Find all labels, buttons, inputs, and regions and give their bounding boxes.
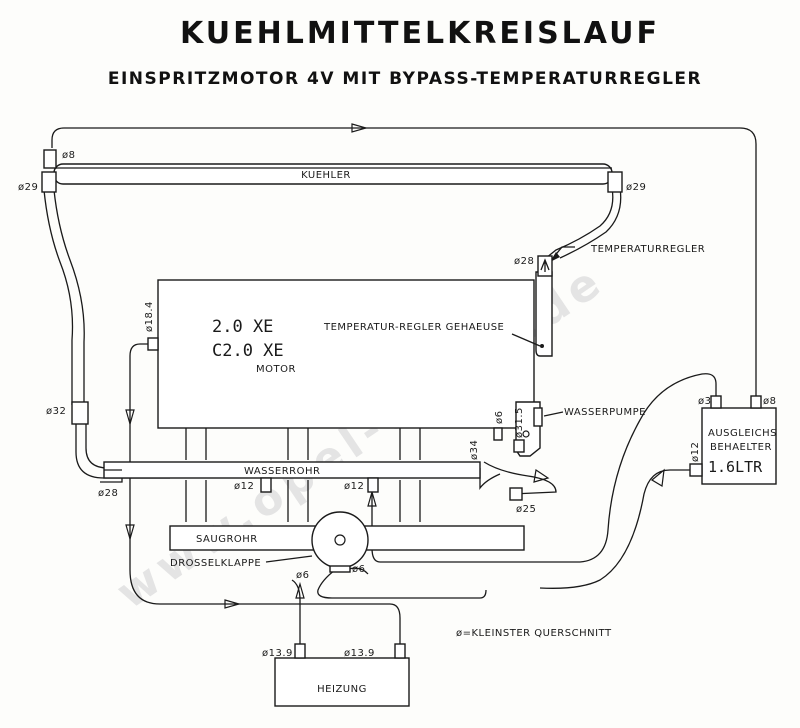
flow-arrow-pump — [533, 468, 550, 483]
label-temperaturregler: TEMPERATURREGLER — [590, 244, 705, 255]
dim-d34: ø34 — [469, 440, 480, 460]
flow-arrow-top — [351, 123, 369, 133]
pump-d31-5-fitting — [513, 439, 525, 453]
hose-radiator-thermostat — [545, 187, 614, 259]
drosselklappe-leader — [265, 555, 313, 563]
tank-d12-fitting — [689, 463, 703, 477]
thermostat-housing-bolt — [540, 344, 544, 348]
thermostat-valve-arrow — [540, 258, 550, 272]
dim-d8-tank: ø8 — [763, 396, 776, 407]
radiator — [41, 149, 623, 193]
flow-arrow-tank-d12 — [650, 468, 665, 487]
dim-d25: ø25 — [516, 504, 536, 515]
water-pump — [493, 401, 543, 457]
wasserpumpe-leader — [543, 411, 564, 417]
pump-d6-fitting — [493, 427, 503, 441]
dim-d32: ø32 — [46, 406, 66, 417]
label-wasserpumpe: WASSERPUMPE — [564, 407, 646, 418]
wasserrohr-d12-left-fitting — [260, 477, 272, 493]
regler-gehaeuse-leader — [511, 333, 541, 347]
legend: ø=KLEINSTER QUERSCHNITT — [456, 628, 612, 639]
wasserrohr-d12-mid-fitting — [367, 477, 379, 493]
tank-label-1: AUSGLEICHS — [708, 428, 777, 439]
throttle-shaft — [334, 534, 346, 546]
dim-d6-pump: ø6 — [494, 411, 505, 424]
thermostat-housing — [535, 271, 553, 357]
heater-right-fitting — [394, 643, 406, 659]
engine-type-1: 2.0 XE — [212, 317, 273, 337]
flow-arrow-left-down — [125, 409, 135, 427]
radiator-left-outlet — [41, 171, 57, 193]
engine-supports — [185, 428, 421, 522]
dim-d3-tank: ø3 — [698, 396, 711, 407]
flow-arrow-left-down-2 — [125, 524, 135, 542]
hose-tank-d3 — [371, 373, 717, 563]
throttle-outlets — [329, 565, 351, 573]
hose-throttle-d6-left — [317, 569, 487, 599]
dim-d6-throttle-right: ø6 — [352, 564, 365, 575]
radiator-d8-fitting — [43, 149, 57, 169]
dim-d28-thermostat: ø28 — [514, 256, 534, 267]
dim-d28-lower: ø28 — [98, 488, 118, 499]
dim-d31-5: ø31.5 — [514, 407, 525, 438]
heater — [274, 657, 410, 707]
flow-arrow-bottom — [224, 599, 242, 609]
flow-arrow-tank — [367, 489, 377, 507]
label-kuehler: KUEHLER — [301, 170, 351, 181]
dim-d12-mid: ø12 — [344, 481, 364, 492]
dim-d8-radiator: ø8 — [62, 150, 75, 161]
tank-label-2: BEHAELTER — [710, 442, 772, 453]
hose-radiator-outlet-a — [43, 189, 74, 405]
label-regler-gehaeuse: TEMPERATUR-REGLER GEHAEUSE — [323, 322, 504, 333]
expansion-tank — [701, 407, 777, 485]
tank-d3-fitting — [710, 395, 722, 409]
throttle-body — [311, 511, 369, 569]
dim-d29-right: ø29 — [626, 182, 646, 193]
engine-block — [157, 279, 535, 429]
dim-d13-9-left: ø13.9 — [262, 648, 293, 659]
engine-d18-4-fitting — [147, 337, 159, 351]
label-wasserrohr: WASSERROHR — [244, 466, 320, 477]
hose-tank-d12 — [539, 469, 690, 589]
heater-left-fitting — [294, 643, 306, 659]
dim-d12-left: ø12 — [234, 481, 254, 492]
pump-d25-fitting — [509, 487, 523, 501]
hose-top-radiator-tank — [51, 127, 757, 400]
tank-d8-fitting — [750, 395, 762, 409]
label-heizung: HEIZUNG — [317, 684, 367, 695]
hose-radiator-outlet-b — [53, 189, 85, 405]
page-subtitle: EINSPRITZMOTOR 4V MIT BYPASS-TEMPERATURR… — [108, 69, 702, 89]
hose-pump-loop — [483, 461, 557, 495]
label-drosselklappe: DROSSELKLAPPE — [170, 558, 261, 569]
dim-d12-tank: ø12 — [690, 442, 701, 462]
hose-d32-fitting — [71, 401, 89, 425]
radiator-right-outlet — [607, 171, 623, 193]
hose-d18-4 — [129, 343, 401, 645]
page-title: KUEHLMITTELKREISLAUF — [180, 16, 660, 51]
dim-d6-throttle-left: ø6 — [296, 570, 309, 581]
dim-d13-9-right: ø13.9 — [344, 648, 375, 659]
dim-d18-4: ø18.4 — [144, 301, 155, 332]
label-saugrohr: SAUGROHR — [196, 534, 258, 545]
label-motor: MOTOR — [256, 364, 296, 375]
dim-d29-left: ø29 — [18, 182, 38, 193]
hose-radiator-thermostat-2 — [559, 187, 622, 259]
tank-volume: 1.6LTR — [708, 458, 763, 476]
engine-type-2: C2.0 XE — [212, 341, 284, 361]
hose-d34 — [479, 468, 501, 490]
flow-arrow-heater-up — [295, 581, 305, 599]
